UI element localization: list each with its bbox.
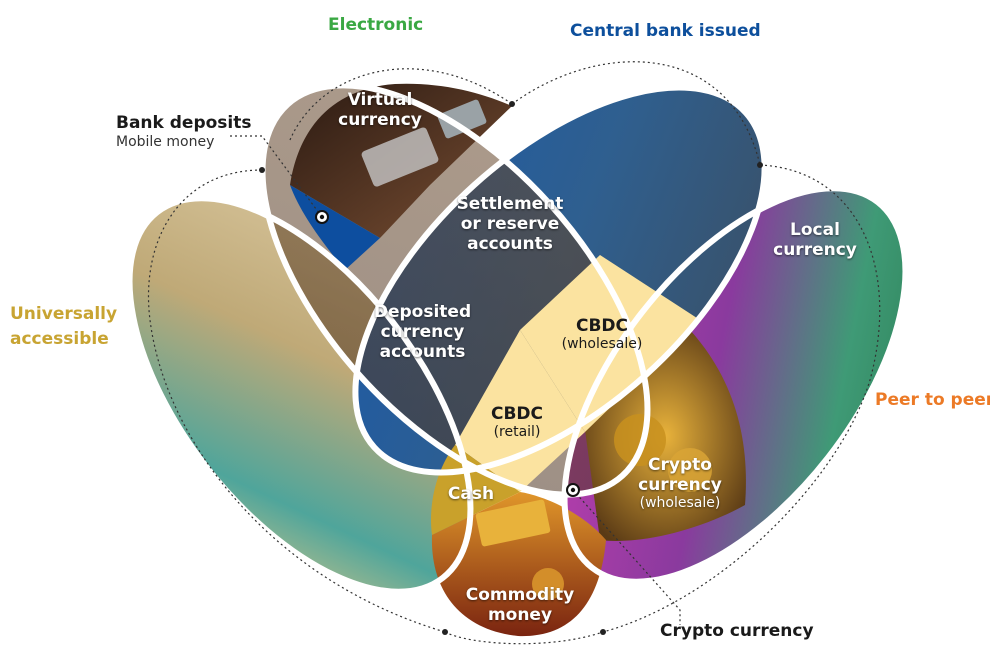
coin <box>614 414 666 466</box>
cbdc-retail-region <box>455 330 585 492</box>
cbdc-wholesale-sub: (wholesale) <box>561 336 643 353</box>
label-cbdc-retail: CBDC (retail) <box>467 404 567 441</box>
callout-mobile-money: Mobile money <box>116 134 215 150</box>
category-peer-to-peer: Peer to peer <box>875 390 990 410</box>
cash-region <box>430 445 520 535</box>
label-crypto-wholesale: Crypto currency (wholesale) <box>630 455 730 512</box>
bank-deposits-marker-dot <box>319 214 325 220</box>
bank-deposits-region <box>290 185 380 270</box>
outline-dots <box>259 101 763 635</box>
bank-deposits-leader <box>230 135 323 218</box>
coin <box>668 448 712 492</box>
label-local-currency: Local currency <box>773 220 857 261</box>
category-central-bank-issued: Central bank issued <box>570 21 761 41</box>
cbdc-retail-sub: (retail) <box>493 424 541 441</box>
label-virtual-currency: Virtual currency <box>338 90 422 131</box>
callout-crypto-currency: Crypto currency <box>660 621 814 641</box>
universally-accessible-leaf <box>129 198 471 592</box>
label-cbdc-wholesale: CBDC (wholesale) <box>552 316 652 353</box>
label-settlement-accounts: Settlement or reserve accounts <box>456 194 564 255</box>
coin <box>532 568 564 600</box>
cbdc-wholesale-title: CBDC <box>575 316 629 336</box>
category-universally-accessible: Universally accessible <box>10 304 118 349</box>
callout-bank-deposits: Bank deposits <box>116 113 252 133</box>
terminal-screen <box>437 99 487 139</box>
crypto-wholesale-sub: (wholesale) <box>639 495 721 512</box>
gold-bar <box>475 499 551 547</box>
label-commodity-money: Commodity money <box>465 585 575 626</box>
crypto-wholesale-title: Crypto currency <box>638 455 722 496</box>
crypto-currency-leader <box>572 489 681 625</box>
crypto-currency-marker-dot <box>570 487 576 493</box>
label-cash: Cash <box>447 484 495 504</box>
category-electronic: Electronic <box>328 15 424 35</box>
commodity-money-region <box>431 492 606 637</box>
dotted-outlines <box>147 61 881 645</box>
label-deposited-accounts: Deposited currency accounts <box>373 302 472 363</box>
region-dividers <box>126 82 909 595</box>
terminal-keypad <box>361 127 439 187</box>
cbdc-retail-title: CBDC <box>490 404 544 424</box>
